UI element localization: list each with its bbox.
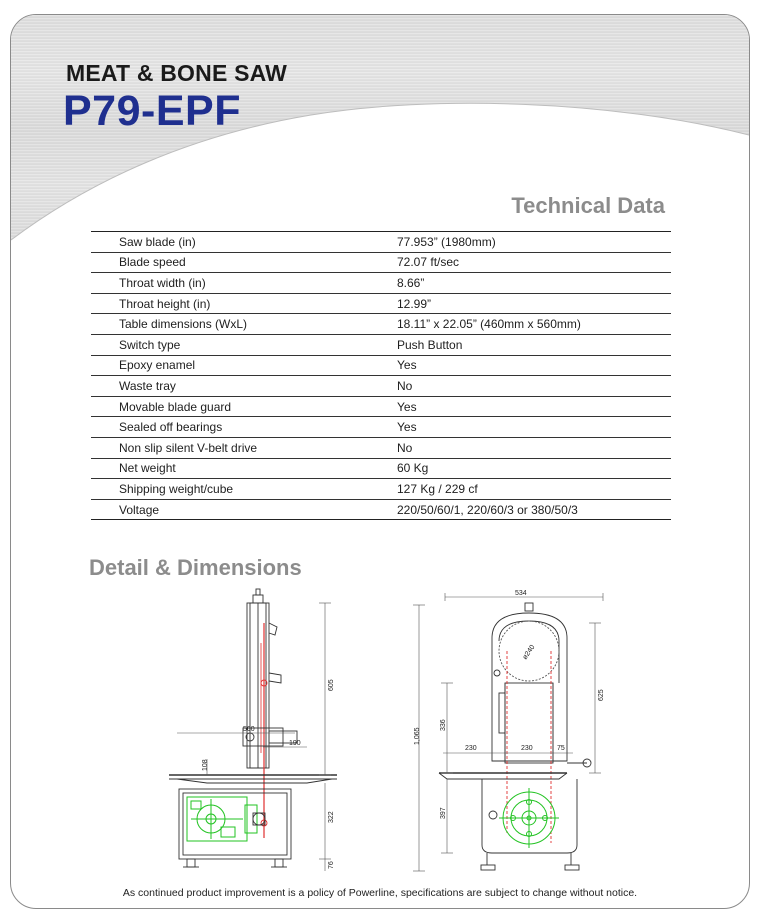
spec-row: Throat height (in)12.99” <box>91 293 671 315</box>
dim-76: 76 <box>328 861 335 869</box>
dimension-drawings: 560 190 108 605 322 76 420 <box>147 583 617 882</box>
spec-label: Movable blade guard <box>91 396 397 418</box>
dim-1065: 1,065 <box>414 727 421 745</box>
dim-534: 534 <box>515 590 527 597</box>
spec-sheet-frame: MEAT & BONE SAW P79-EPF Technical Data S… <box>10 14 750 909</box>
spec-value: 77.953” (1980mm) <box>397 231 671 253</box>
brushed-metal-header <box>11 15 749 245</box>
spec-label: Throat width (in) <box>91 272 397 294</box>
spec-label: Sealed off bearings <box>91 416 397 438</box>
spec-value: 8.66” <box>397 272 671 294</box>
dim-75: 75 <box>557 745 565 752</box>
spec-row: Throat width (in)8.66” <box>91 272 671 294</box>
spec-value: 60 Kg <box>397 458 671 480</box>
spec-value: Yes <box>397 355 671 377</box>
spec-value: Yes <box>397 416 671 438</box>
spec-label: Throat height (in) <box>91 293 397 315</box>
dim-605: 605 <box>328 679 335 691</box>
spec-label: Shipping weight/cube <box>91 478 397 500</box>
dim-240: ø240 <box>522 644 537 661</box>
dim-322: 322 <box>328 811 335 823</box>
spec-label: Waste tray <box>91 375 397 397</box>
dim-230-right: 230 <box>521 745 533 752</box>
technical-data-title: Technical Data <box>511 193 665 218</box>
model-number: P79-EPF <box>63 87 241 135</box>
spec-label: Voltage <box>91 499 397 521</box>
spec-label: Net weight <box>91 458 397 480</box>
spec-value: 18.11” x 22.05” (460mm x 560mm) <box>397 313 671 335</box>
dim-397: 397 <box>440 807 447 819</box>
dim-560: 560 <box>243 726 255 733</box>
spec-value: 12.99” <box>397 293 671 315</box>
front-view-drawing <box>438 602 592 871</box>
spec-value: 72.07 ft/sec <box>397 252 671 274</box>
spec-value: Yes <box>397 396 671 418</box>
spec-label: Blade speed <box>91 252 397 274</box>
spec-value: No <box>397 375 671 397</box>
dim-336: 336 <box>440 719 447 731</box>
product-type: MEAT & BONE SAW <box>66 60 288 86</box>
spec-row: Saw blade (in)77.953” (1980mm) <box>91 231 671 253</box>
spec-value: 220/50/60/1, 220/60/3 or 380/50/3 <box>397 499 671 521</box>
technical-data-table: Saw blade (in)77.953” (1980mm)Blade spee… <box>91 231 671 521</box>
spec-value: Push Button <box>397 334 671 356</box>
spec-value: No <box>397 437 671 459</box>
spec-label: Table dimensions (WxL) <box>91 313 397 335</box>
dim-190: 190 <box>289 740 301 747</box>
detail-dimensions-title: Detail & Dimensions <box>89 555 302 580</box>
spec-label: Saw blade (in) <box>91 231 397 253</box>
spec-label: Epoxy enamel <box>91 355 397 377</box>
spec-row: Table dimensions (WxL)18.11” x 22.05” (4… <box>91 313 671 335</box>
dim-108: 108 <box>202 759 209 771</box>
disclaimer-footnote: As continued product improvement is a po… <box>122 887 638 899</box>
spec-value: 127 Kg / 229 cf <box>397 478 671 500</box>
dim-625: 625 <box>598 689 605 701</box>
spec-label: Switch type <box>91 334 397 356</box>
side-view-drawing <box>169 588 337 868</box>
spec-label: Non slip silent V-belt drive <box>91 437 397 459</box>
dim-230-left: 230 <box>465 745 477 752</box>
